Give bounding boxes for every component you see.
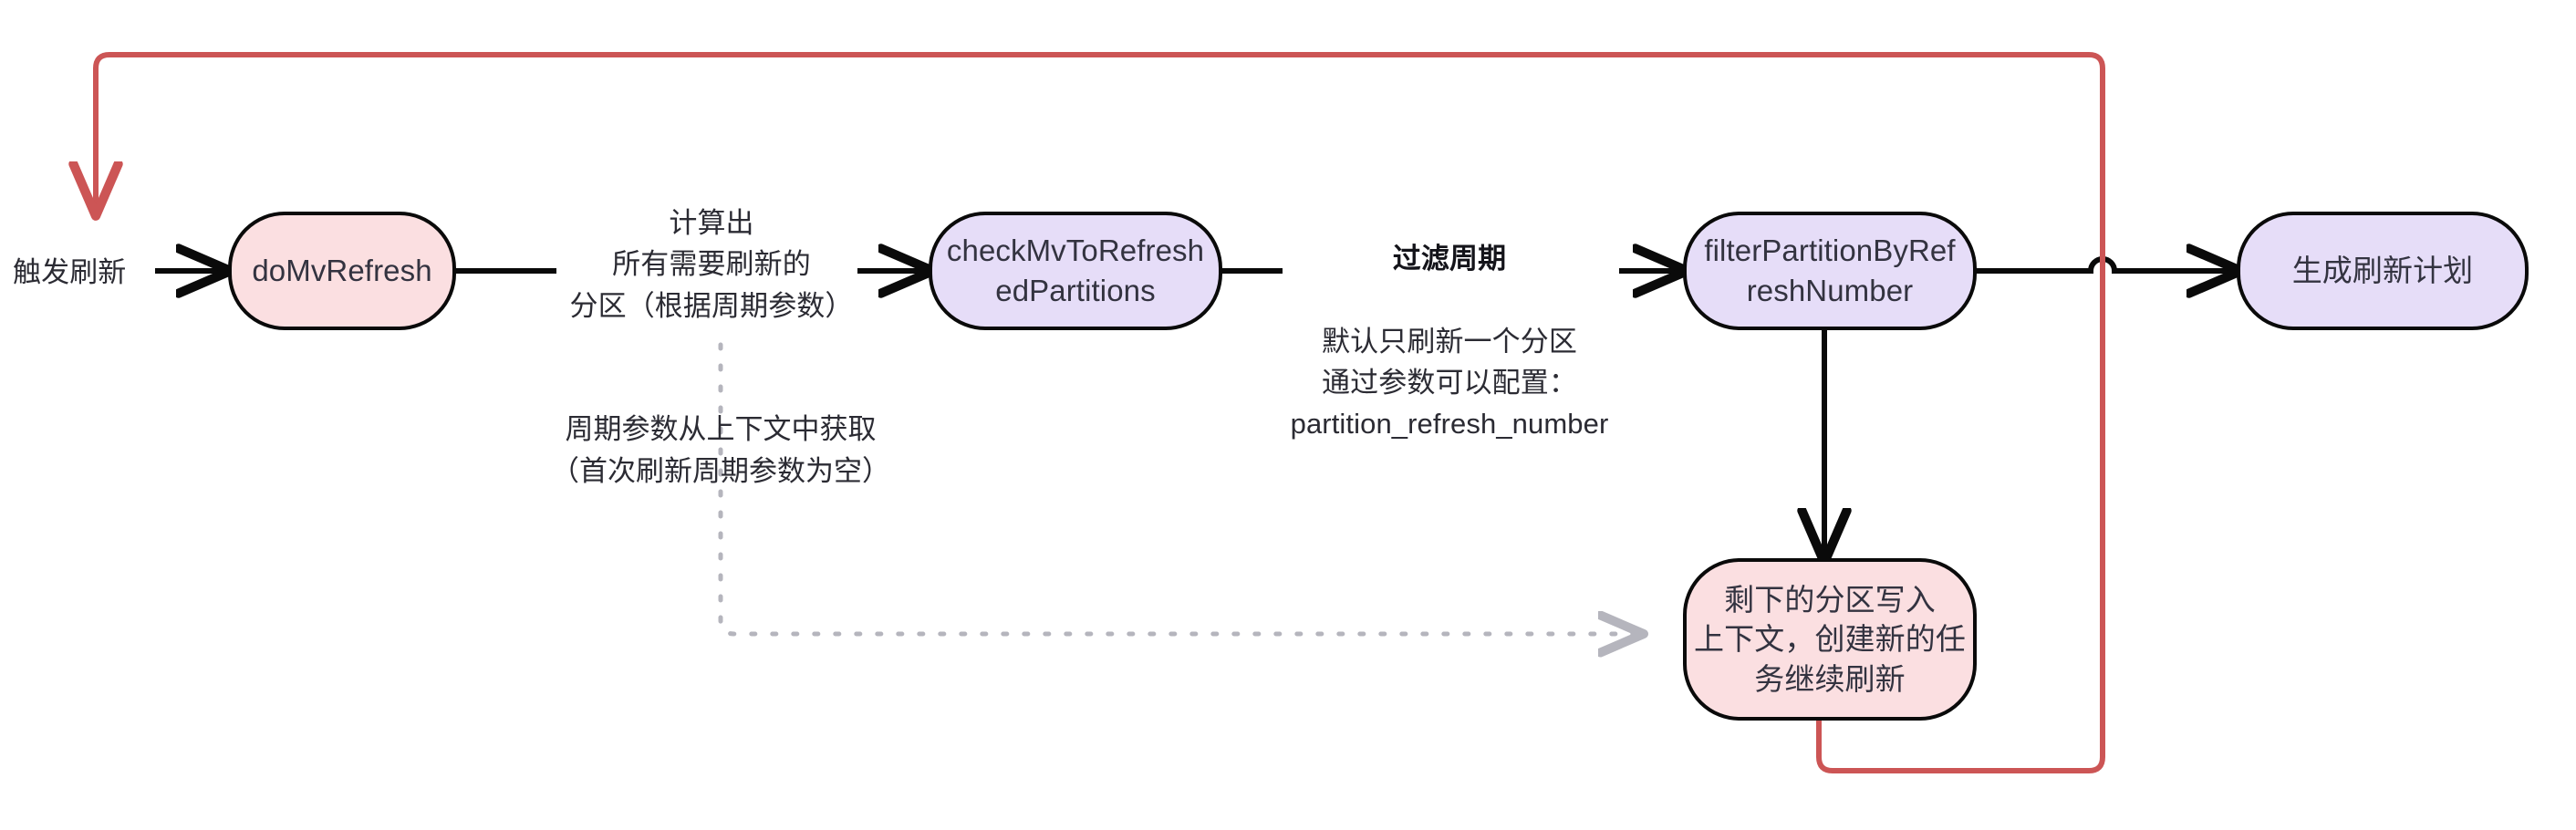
edge-label-filter-period-header: 过滤周期 bbox=[1392, 243, 1507, 275]
node-remainingpartitions[interactable]: 剩下的分区写入 上下文，创建新的任 务继续刷新 bbox=[1683, 558, 1977, 721]
edge-label-filter-period-body: 默认只刷新一个分区 通过参数可以配置： partition_refresh_nu… bbox=[1290, 325, 1609, 441]
edge-filterpartition-to-plan bbox=[1977, 259, 2237, 271]
node-checkmvtorefreshedpartitions[interactable]: checkMvToRefresh edPartitions bbox=[929, 212, 1222, 330]
edge-label-filter-period: 过滤周期 默认只刷新一个分区 通过参数可以配置： partition_refre… bbox=[1275, 197, 1624, 486]
trigger-label: 触发刷新 bbox=[13, 256, 127, 288]
node-filterpartitionbyrefreshnumber[interactable]: filterPartitionByRef reshNumber bbox=[1683, 212, 1977, 330]
dotted-context-note-label: 周期参数从上下文中获取 （首次刷新周期参数为空） bbox=[551, 413, 890, 487]
node-generaterefreshplan[interactable]: 生成刷新计划 bbox=[2237, 212, 2529, 330]
edge-label-compute-partitions: 计算出 所有需要刷新的 分区（根据周期参数） bbox=[569, 207, 854, 322]
node-domvrefresh[interactable]: doMvRefresh bbox=[228, 212, 456, 330]
